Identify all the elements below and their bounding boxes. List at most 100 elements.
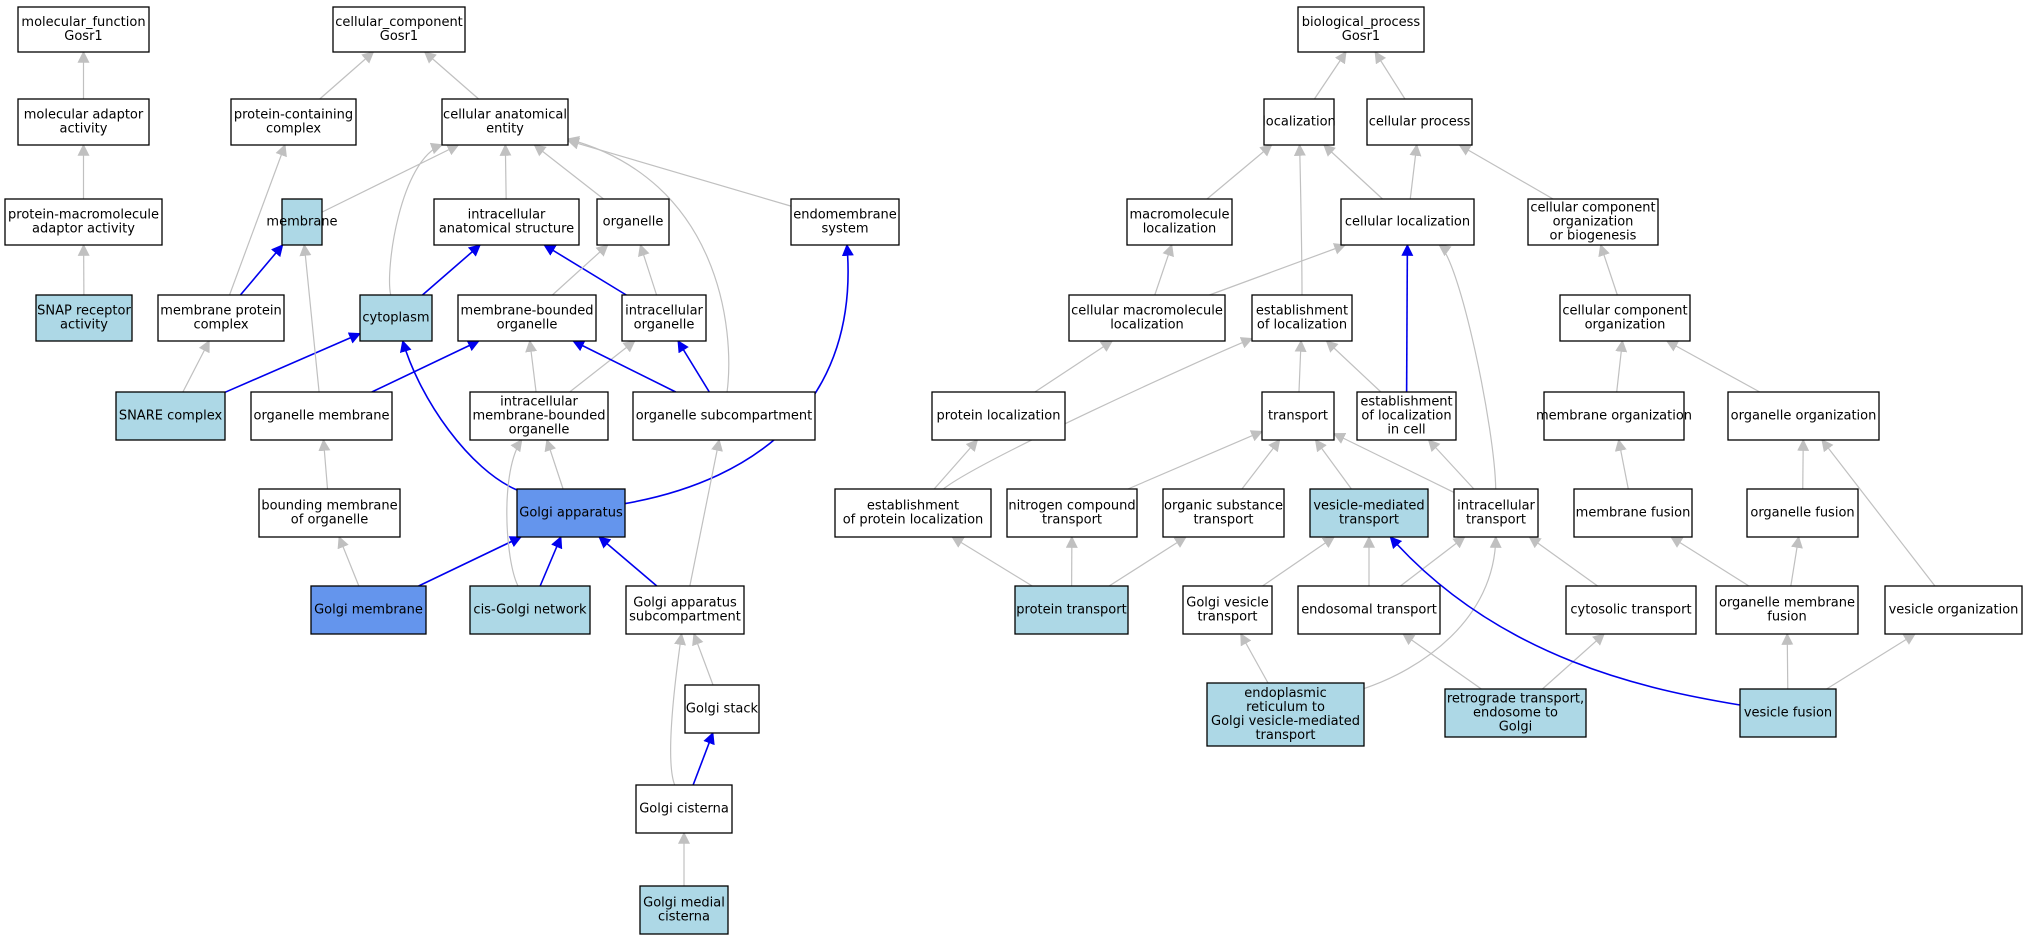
node-box: [1162, 488, 1285, 538]
node-loc[interactable]: localization: [1262, 98, 1336, 146]
node-memorg[interactable]: membrane organization: [1536, 391, 1692, 441]
edge-cae-to-cc: [423, 51, 480, 100]
node-label: endomembrane: [793, 208, 897, 223]
node-box: [115, 391, 226, 441]
edge-cloc-to-cp: [1409, 143, 1422, 200]
node-label: or biogenesis: [1550, 229, 1637, 244]
node-label: Golgi medial: [643, 896, 725, 911]
node-gcist[interactable]: Golgi cisterna: [635, 784, 733, 834]
edge-pt-to-ost: [1108, 536, 1187, 587]
edge-gm-to-bmo: [337, 535, 360, 587]
node-label: cellular anatomical: [443, 108, 567, 123]
node-box: [1366, 98, 1473, 146]
node-label: cisterna: [658, 910, 710, 925]
node-ploc[interactable]: protein localization: [931, 391, 1066, 441]
node-label: Golgi cisterna: [639, 802, 729, 817]
node-box: [632, 391, 816, 441]
node-label: organelle subcompartment: [636, 409, 813, 424]
node-box: [157, 294, 285, 342]
node-organelle[interactable]: organelle: [596, 198, 670, 246]
node-ct[interactable]: cytosolic transport: [1565, 585, 1697, 635]
edge-mpc-to-pcc: [228, 143, 287, 296]
node-om[interactable]: organelle membrane: [250, 391, 393, 441]
node-label: bounding membrane: [261, 499, 397, 514]
node-box: [790, 198, 900, 246]
edge-mpc-to-membrane: [239, 244, 284, 296]
node-label: transport: [1255, 728, 1315, 743]
edge-imbo-to-io: [569, 340, 636, 393]
node-transport[interactable]: transport: [1261, 391, 1335, 441]
node-osc[interactable]: organelle subcompartment: [632, 391, 816, 441]
edge-osc-to-io: [677, 339, 710, 393]
node-vf[interactable]: vesicle fusion: [1739, 688, 1837, 738]
node-gstack[interactable]: Golgi stack: [684, 684, 760, 734]
node-box: [931, 391, 1066, 441]
node-label: system: [822, 222, 869, 237]
node-label: of organelle: [291, 513, 368, 528]
node-mfus[interactable]: membrane fusion: [1573, 488, 1693, 538]
node-vo[interactable]: vesicle organization: [1884, 585, 2023, 635]
node-box: [621, 294, 707, 342]
node-label: endosome to: [1473, 706, 1558, 721]
edge-bmo-to-om: [318, 438, 331, 490]
node-box: [1739, 688, 1837, 738]
node-snare[interactable]: SNARE complex: [115, 391, 226, 441]
node-pt[interactable]: protein transport: [1014, 585, 1129, 635]
node-cp[interactable]: cellular process: [1366, 98, 1473, 146]
node-label: organelle: [603, 215, 664, 230]
node-box: [1068, 294, 1226, 342]
node-label: Golgi membrane: [314, 603, 423, 618]
node-orgorg[interactable]: organelle organization: [1727, 391, 1880, 441]
node-membrane[interactable]: membrane: [266, 198, 338, 246]
node-label: organic substance: [1164, 499, 1283, 514]
node-gm[interactable]: Golgi membrane: [310, 585, 427, 635]
node-golgi[interactable]: Golgi apparatus: [516, 488, 626, 538]
node-label: reticulum to: [1246, 700, 1325, 715]
node-label: organization: [1585, 318, 1666, 333]
node-cytoplasm[interactable]: cytoplasm: [359, 294, 433, 342]
node-ofus[interactable]: organelle fusion: [1746, 488, 1859, 538]
node-box: [1182, 585, 1273, 635]
edge-ct-to-it: [1528, 536, 1598, 587]
node-et[interactable]: endosomal transport: [1297, 585, 1441, 635]
node-label: in cell: [1387, 423, 1425, 438]
edge-om-to-membrane: [299, 243, 320, 393]
node-label: establishment: [867, 499, 959, 514]
node-cloc[interactable]: cellular localization: [1340, 198, 1475, 246]
node-label: membrane organization: [1536, 409, 1692, 424]
node-cgn[interactable]: cis-Golgi network: [469, 585, 591, 635]
